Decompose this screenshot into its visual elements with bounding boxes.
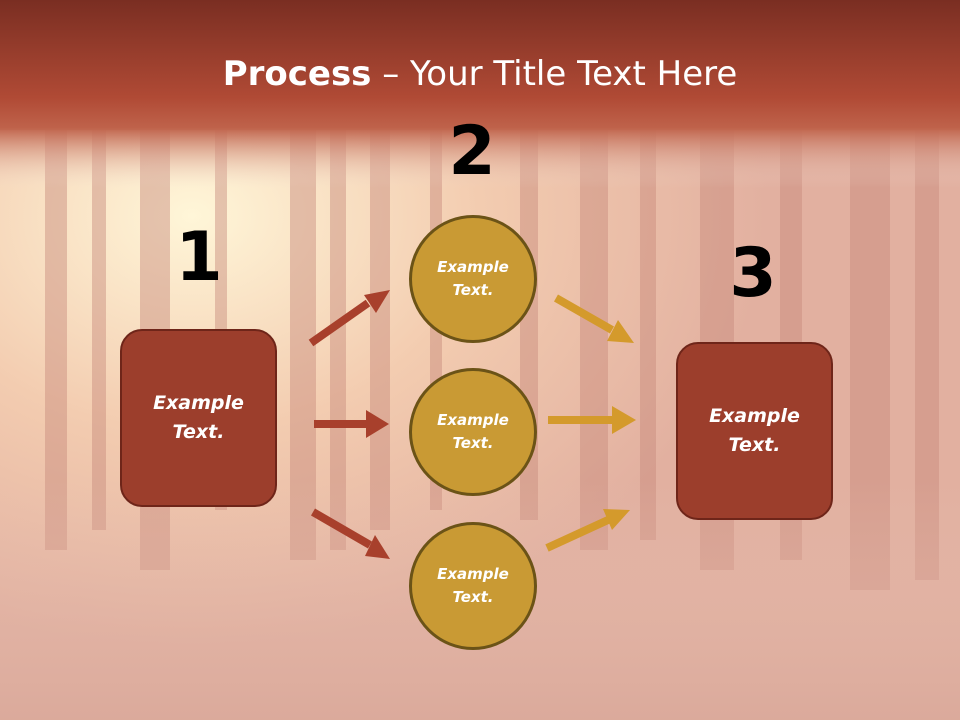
arrow-down-right-shaft — [310, 508, 373, 549]
step-3-text: Example Text. — [709, 405, 800, 456]
step-number-3: 3 — [729, 234, 777, 313]
slide-title: Process – Your Title Text Here — [0, 52, 960, 96]
arrow-up-right-2-head — [603, 509, 630, 530]
arrow-up-right-head — [364, 290, 390, 313]
step-2-circle-1-text: Example Text. — [437, 258, 509, 299]
step-1-text: Example Text. — [153, 392, 244, 443]
step-2-circle-2-text: Example Text. — [437, 411, 509, 452]
step-number-1: 1 — [175, 218, 223, 297]
arrow-right-2-head — [612, 406, 636, 434]
step-1-box[interactable]: Example Text. — [120, 329, 277, 507]
step-2-circle-3[interactable]: Example Text. — [409, 522, 537, 650]
arrow-right-head — [366, 410, 389, 438]
step-number-2: 2 — [448, 112, 496, 191]
step-3-box[interactable]: Example Text. — [676, 342, 833, 520]
arrow-up-right-2-shaft — [545, 516, 610, 552]
right-arrows — [545, 294, 636, 552]
step-2-circle-3-text: Example Text. — [437, 565, 509, 606]
left-arrows — [308, 290, 390, 559]
arrow-down-right-head — [365, 535, 390, 559]
step-2-circle-1[interactable]: Example Text. — [409, 215, 537, 343]
title-bold: Process — [222, 54, 372, 94]
title-rest: – Your Title Text Here — [371, 54, 738, 94]
arrow-down-right-2-head — [607, 320, 634, 343]
arrow-down-right-2-shaft — [554, 294, 614, 334]
step-2-circle-2[interactable]: Example Text. — [409, 368, 537, 496]
arrow-up-right-shaft — [308, 299, 371, 347]
